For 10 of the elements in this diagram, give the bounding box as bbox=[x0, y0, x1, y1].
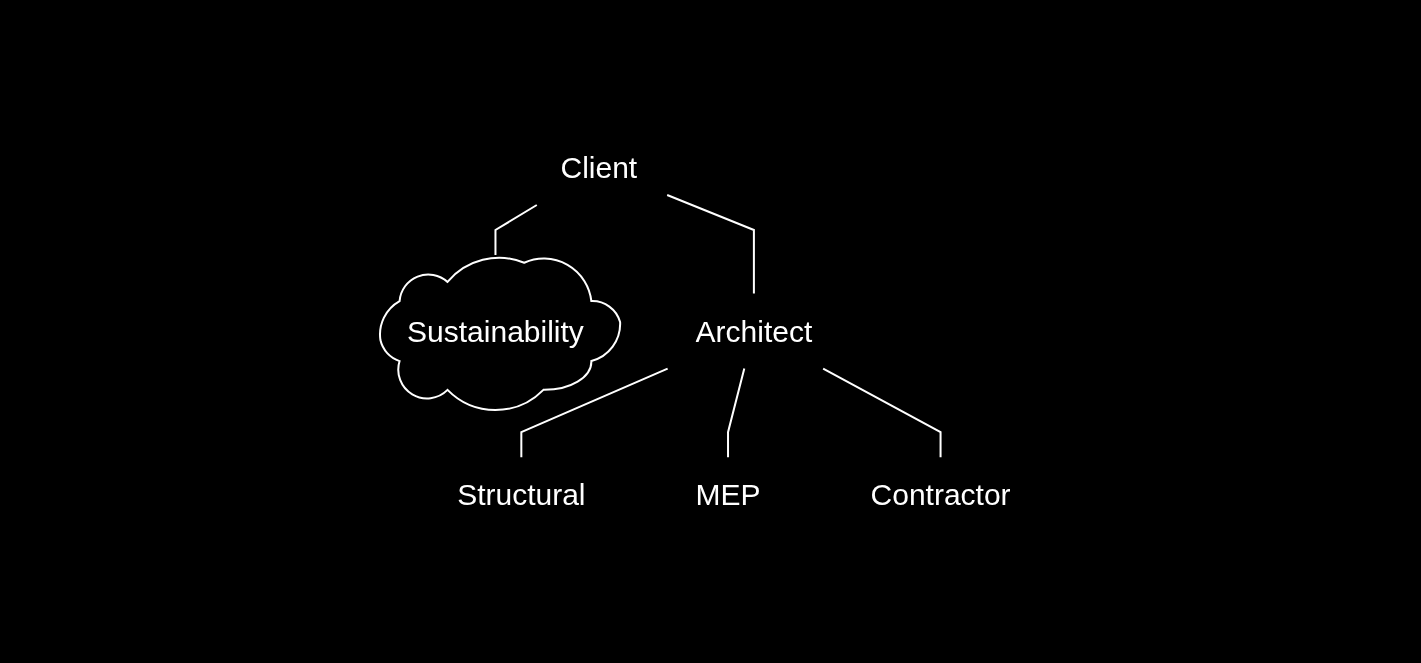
connector bbox=[666, 194, 756, 295]
node-text: MEP bbox=[695, 478, 761, 512]
connector bbox=[494, 204, 538, 257]
connector bbox=[727, 368, 746, 459]
node-text: Structural bbox=[457, 478, 586, 512]
node-text: Architect bbox=[695, 315, 813, 348]
connector bbox=[822, 368, 942, 459]
node-text: Contractor bbox=[870, 478, 1011, 512]
node-text: Client bbox=[560, 151, 638, 185]
connector bbox=[520, 368, 669, 459]
